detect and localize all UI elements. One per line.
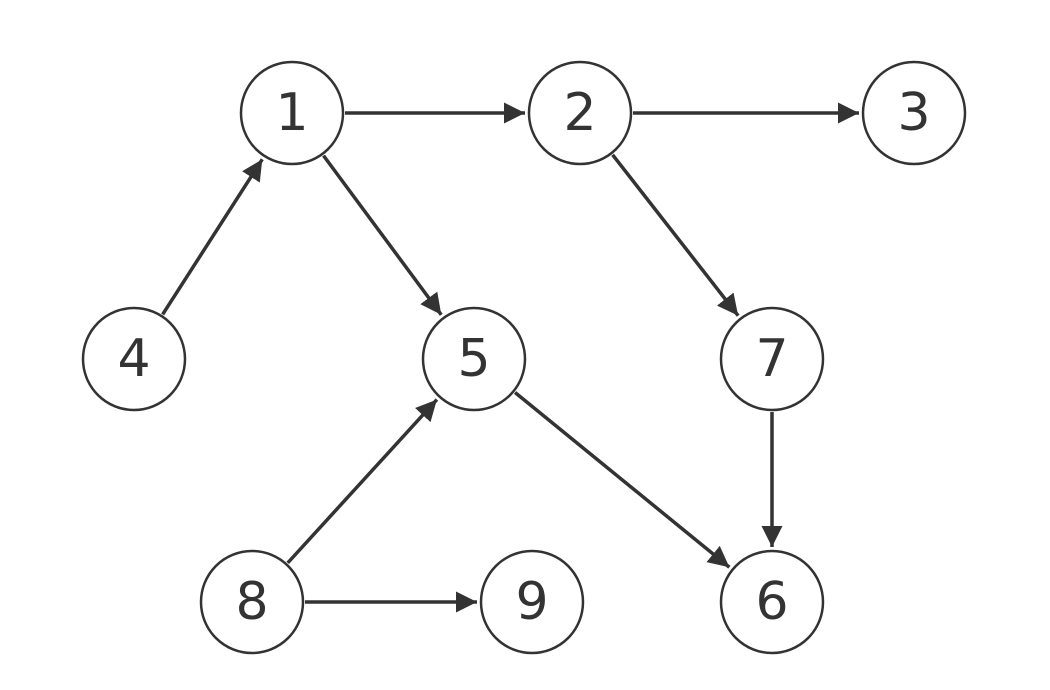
node-9: 9 [479, 549, 585, 655]
node-label: 4 [117, 329, 150, 389]
node-label: 9 [515, 572, 548, 632]
node-label: 1 [275, 83, 308, 143]
node-circle [421, 306, 527, 412]
node-5: 5 [421, 306, 527, 412]
node-7: 7 [719, 306, 825, 412]
node-label: 3 [897, 83, 930, 143]
edges-layer [161, 102, 859, 613]
edge-8-to-5 [286, 398, 439, 565]
edge-5-to-6 [513, 391, 731, 569]
node-3: 3 [861, 60, 967, 166]
node-circle [527, 60, 633, 166]
node-label: 2 [563, 83, 596, 143]
nodes-layer: 1 2 3 4 5 6 7 8 9 [81, 60, 967, 655]
node-label: 5 [457, 329, 490, 389]
node-2: 2 [527, 60, 633, 166]
node-label: 8 [235, 572, 268, 632]
edge-2-to-7 [611, 153, 740, 317]
node-1: 1 [239, 60, 345, 166]
node-circle [239, 60, 345, 166]
node-6: 6 [719, 549, 825, 655]
node-4: 4 [81, 306, 187, 412]
node-label: 7 [755, 329, 788, 389]
node-8: 8 [199, 549, 305, 655]
edge-4-to-1 [161, 158, 264, 316]
node-circle [719, 549, 825, 655]
node-circle [861, 60, 967, 166]
node-circle [81, 306, 187, 412]
edge-1-to-5 [322, 154, 443, 316]
node-circle [199, 549, 305, 655]
node-label: 6 [755, 572, 788, 632]
node-circle [719, 306, 825, 412]
node-circle [479, 549, 585, 655]
